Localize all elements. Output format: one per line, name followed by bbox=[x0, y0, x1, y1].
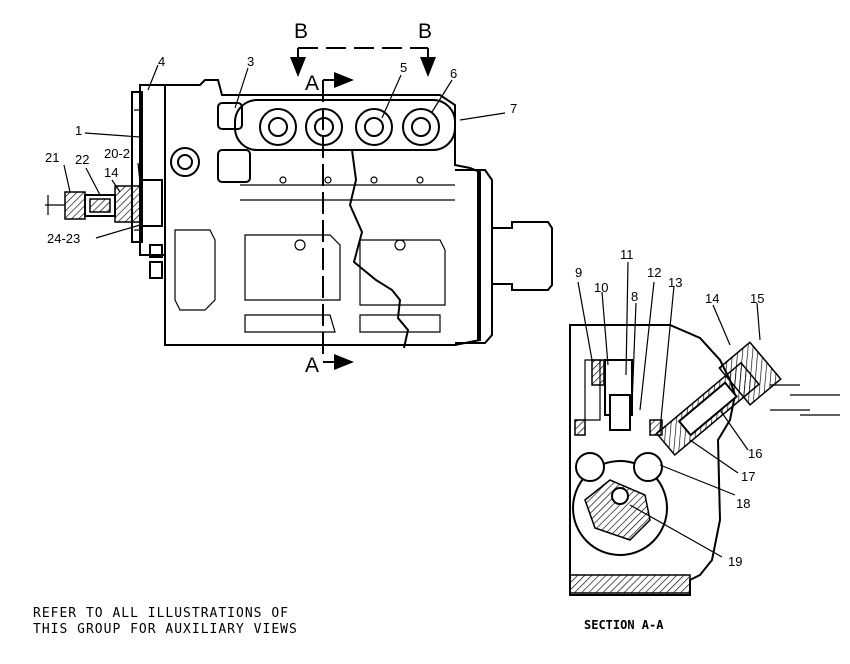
callout-16: 16 bbox=[748, 446, 762, 461]
marker-b-right: B bbox=[418, 20, 432, 43]
callout-13: 13 bbox=[668, 275, 682, 290]
callout-4: 4 bbox=[158, 54, 165, 69]
callout-9: 9 bbox=[575, 265, 582, 280]
callout-labels: 1 3 4 5 6 7 14 20-2 21 22 24-23 8 9 10 1… bbox=[45, 54, 764, 569]
callout-14-section: 14 bbox=[705, 291, 719, 306]
callout-20-2: 20-2 bbox=[104, 146, 130, 161]
callout-17: 17 bbox=[741, 469, 755, 484]
marker-a-top: A bbox=[305, 72, 319, 95]
callout-19: 19 bbox=[728, 554, 742, 569]
callout-18: 18 bbox=[736, 496, 750, 511]
callout-24-23: 24-23 bbox=[47, 231, 80, 246]
callout-11: 11 bbox=[620, 247, 634, 262]
callout-7: 7 bbox=[510, 101, 517, 116]
section-caption: SECTION A-A bbox=[584, 618, 664, 632]
section-a-a-view bbox=[569, 324, 840, 596]
section-markers: B B A A bbox=[294, 20, 432, 377]
pump-main-view bbox=[45, 79, 553, 349]
section-line-a-a bbox=[322, 72, 354, 370]
section-line-b-b bbox=[290, 47, 436, 77]
callout-22: 22 bbox=[75, 152, 89, 167]
callout-3: 3 bbox=[247, 54, 254, 69]
marker-b-left: B bbox=[294, 20, 308, 43]
callout-21: 21 bbox=[45, 150, 59, 165]
callout-14-main: 14 bbox=[104, 165, 118, 180]
callout-5: 5 bbox=[400, 60, 407, 75]
callout-12: 12 bbox=[647, 265, 661, 280]
footnote-line-1: REFER TO ALL ILLUSTRATIONS OF bbox=[33, 606, 289, 621]
callout-10: 10 bbox=[594, 280, 608, 295]
plunger-bosses bbox=[234, 99, 456, 151]
adjusting-screw-assembly bbox=[45, 179, 163, 227]
footnote-line-2: THIS GROUP FOR AUXILIARY VIEWS bbox=[33, 622, 298, 637]
callout-15: 15 bbox=[750, 291, 764, 306]
marker-a-bottom: A bbox=[305, 354, 319, 377]
leader-lines bbox=[63, 64, 761, 558]
callout-8: 8 bbox=[631, 289, 638, 304]
callout-1: 1 bbox=[75, 123, 82, 138]
callout-6: 6 bbox=[450, 66, 457, 81]
